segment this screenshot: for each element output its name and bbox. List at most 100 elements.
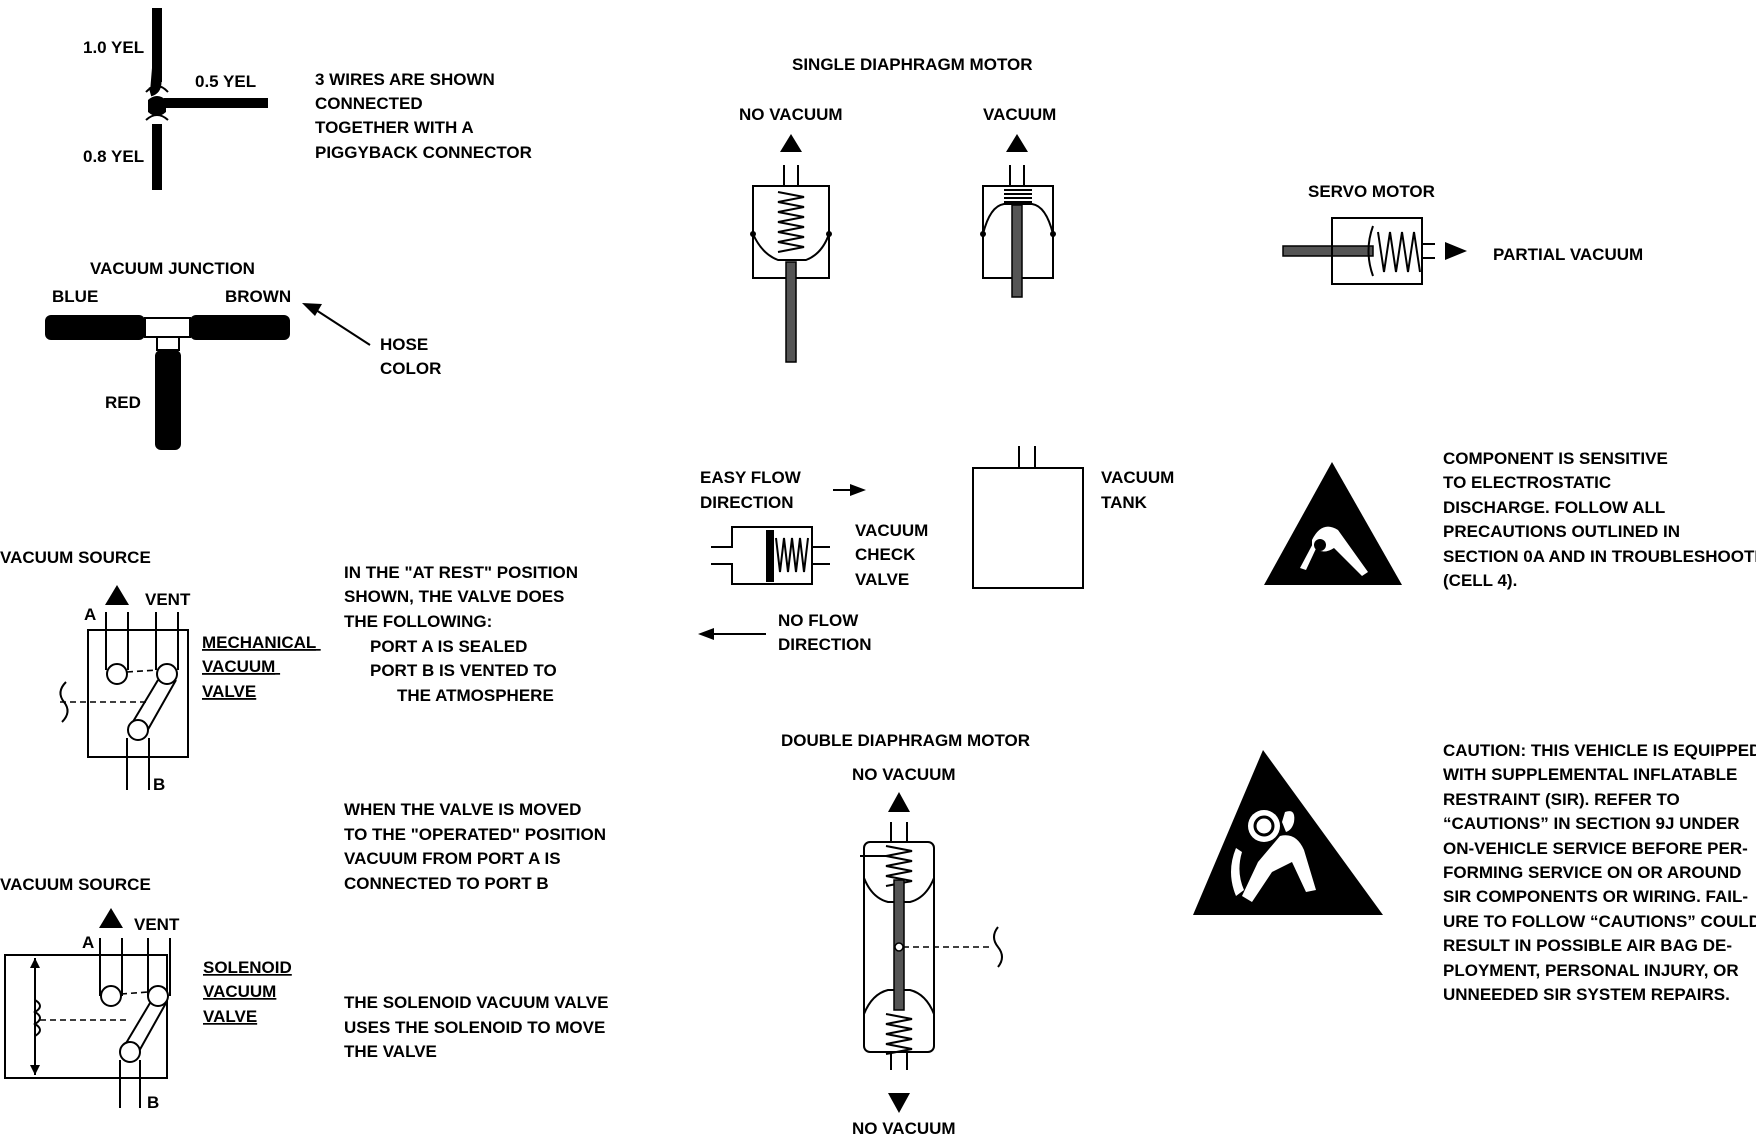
no-flow-arrow (698, 628, 714, 640)
sir-line: FORMING SERVICE ON OR AROUND (1443, 863, 1741, 882)
esd-line: (CELL 4). (1443, 571, 1517, 590)
sol-valve-body (4, 954, 168, 1079)
check-name-line: CHECK (855, 545, 916, 564)
sir-line: “CAUTIONS” IN SECTION 9J UNDER (1443, 814, 1740, 833)
single-left-rod (785, 261, 797, 363)
esd-text: COMPONENT IS SENSITIVE TO ELECTROSTATIC … (1443, 449, 1756, 590)
sir-line: UNNEEDED SIR SYSTEM REPAIRS. (1443, 985, 1730, 1004)
mech-vent-label: VENT (145, 590, 191, 609)
hose-red (155, 350, 181, 450)
double-bottom-label: NO VACUUM (852, 1119, 956, 1136)
esd-line: TO ELECTROSTATIC (1443, 473, 1611, 492)
double-top-label: NO VACUUM (852, 765, 956, 784)
check-valve-body (711, 526, 830, 585)
esd-warning-icon (1264, 462, 1402, 585)
connector-body (148, 96, 166, 116)
junction-title: VACUUM JUNCTION (90, 259, 255, 278)
piggyback-connector: 1.0 YEL 0.5 YEL 0.8 YEL 3 WIRES ARE SHOW… (83, 8, 532, 190)
sir-line: CAUTION: THIS VEHICLE IS EQUIPPED (1443, 741, 1756, 760)
easy-flow-line: DIRECTION (700, 493, 794, 512)
vacuum-tank: VACUUM TANK (972, 446, 1174, 589)
solenoid-coil (33, 999, 41, 1037)
sir-caution: CAUTION: THIS VEHICLE IS EQUIPPED WITH S… (1193, 741, 1756, 1004)
single-left-spring (777, 191, 805, 253)
single-diaphragm-motor: SINGLE DIAPHRAGM MOTOR NO VACUUM VACUUM (739, 55, 1056, 363)
note-line: THE SOLENOID VACUUM VALVE (344, 993, 608, 1012)
wire-right-label: 0.5 YEL (195, 72, 256, 91)
easy-flow-line: EASY FLOW (700, 468, 802, 487)
note-line: USES THE SOLENOID TO MOVE (344, 1018, 605, 1037)
wire-bottom (152, 124, 162, 190)
note-line: PORT A IS SEALED (370, 637, 527, 656)
single-right-spring (1004, 189, 1032, 203)
esd-line: COMPONENT IS SENSITIVE (1443, 449, 1668, 468)
mech-name-line: VACUUM (202, 657, 275, 676)
sol-port-b: B (147, 1093, 159, 1112)
note-line: THE ATMOSPHERE (397, 686, 554, 705)
tank-label-line: VACUUM (1101, 468, 1174, 487)
single-right-rod (1011, 204, 1023, 298)
sir-caution-text: CAUTION: THIS VEHICLE IS EQUIPPED WITH S… (1443, 741, 1756, 1004)
sir-line: RESULT IN POSSIBLE AIR BAG DE- (1443, 936, 1732, 955)
esd-line: DISCHARGE. FOLLOW ALL (1443, 498, 1665, 517)
hose-brown (190, 315, 290, 340)
vacuum-tank-body (972, 446, 1084, 589)
note-line: THE VALVE (344, 1042, 437, 1061)
check-name-line: VALVE (855, 570, 909, 589)
check-valve-disc (766, 530, 774, 582)
mech-up-arrow (105, 585, 129, 605)
wire-bottom-label: 0.8 YEL (83, 147, 144, 166)
note-line: WHEN THE VALVE IS MOVED (344, 800, 581, 819)
sir-line: WITH SUPPLEMENTAL INFLATABLE (1443, 765, 1737, 784)
esd-line: PRECAUTIONS OUTLINED IN (1443, 522, 1680, 541)
check-name-line: VACUUM (855, 521, 928, 540)
mech-rest-note: IN THE "AT REST" POSITION SHOWN, THE VAL… (344, 563, 583, 705)
double-down-arrow (888, 1093, 910, 1113)
mech-source-label: VACUUM SOURCE (0, 548, 151, 567)
tank-label-line: TANK (1101, 493, 1148, 512)
servo-motor: SERVO MOTOR PARTIAL VACUUM (1282, 182, 1643, 285)
check-valve: EASY FLOW DIRECTION VACUUM CHECK VALVE N… (698, 468, 928, 654)
mech-name-line: MECHANICAL (202, 633, 316, 652)
callout-line: HOSE (380, 335, 428, 354)
mechanical-valve: VACUUM SOURCE VENT A B MECHANICAL VACUUM… (0, 548, 606, 893)
mech-valve-name: MECHANICAL VACUUM VALVE (202, 633, 321, 701)
servo-rod (1282, 245, 1374, 257)
double-bottom-spring (885, 1013, 913, 1055)
note-line: SHOWN, THE VALVE DOES (344, 587, 564, 606)
note-line: IN THE "AT REST" POSITION (344, 563, 578, 582)
sir-line: PLOYMENT, PERSONAL INJURY, OR (1443, 961, 1739, 980)
hose-color-arrow (302, 303, 322, 316)
hose-blue (45, 315, 145, 340)
double-diaphragm-title: DOUBLE DIAPHRAGM MOTOR (781, 731, 1030, 750)
servo-arrow (1445, 242, 1467, 260)
single-left-arrow (780, 134, 802, 152)
vacuum-junction: VACUUM JUNCTION BLUE BROWN RED HOSE COLO… (45, 259, 441, 450)
wire-right (164, 98, 268, 108)
single-vacuum-label: VACUUM (983, 105, 1056, 124)
piggyback-note-line: TOGETHER WITH A (315, 118, 473, 137)
sol-up-arrow (99, 908, 123, 928)
single-diaphragm-title: SINGLE DIAPHRAGM MOTOR (792, 55, 1033, 74)
single-no-vacuum-label: NO VACUUM (739, 105, 843, 124)
sol-name-line: SOLENOID (203, 958, 292, 977)
servo-label: PARTIAL VACUUM (1493, 245, 1643, 264)
sol-source-label: VACUUM SOURCE (0, 875, 151, 894)
no-flow-line: DIRECTION (778, 635, 872, 654)
note-line: THE FOLLOWING: (344, 612, 492, 631)
sol-name-line: VALVE (203, 1007, 257, 1026)
note-line: VACUUM FROM PORT A IS (344, 849, 561, 868)
servo-housing (1331, 217, 1423, 285)
sol-valve-name: SOLENOID VACUUM VALVE (203, 958, 297, 1026)
easy-flow-label: EASY FLOW DIRECTION (700, 468, 805, 512)
sir-caution-icon (1193, 750, 1383, 915)
check-valve-spring (775, 537, 809, 573)
single-right-arrow (1006, 134, 1028, 152)
wire-top-label: 1.0 YEL (83, 38, 144, 57)
mech-port-a: A (84, 605, 96, 624)
sir-line: SIR COMPONENTS OR WIRING. FAIL- (1443, 887, 1748, 906)
esd-line: SECTION 0A AND IN TROUBLESHOOTING (1443, 547, 1756, 566)
sol-note: THE SOLENOID VACUUM VALVE USES THE SOLEN… (344, 993, 613, 1061)
sir-line: URE TO FOLLOW “CAUTIONS” COULD (1443, 912, 1756, 931)
